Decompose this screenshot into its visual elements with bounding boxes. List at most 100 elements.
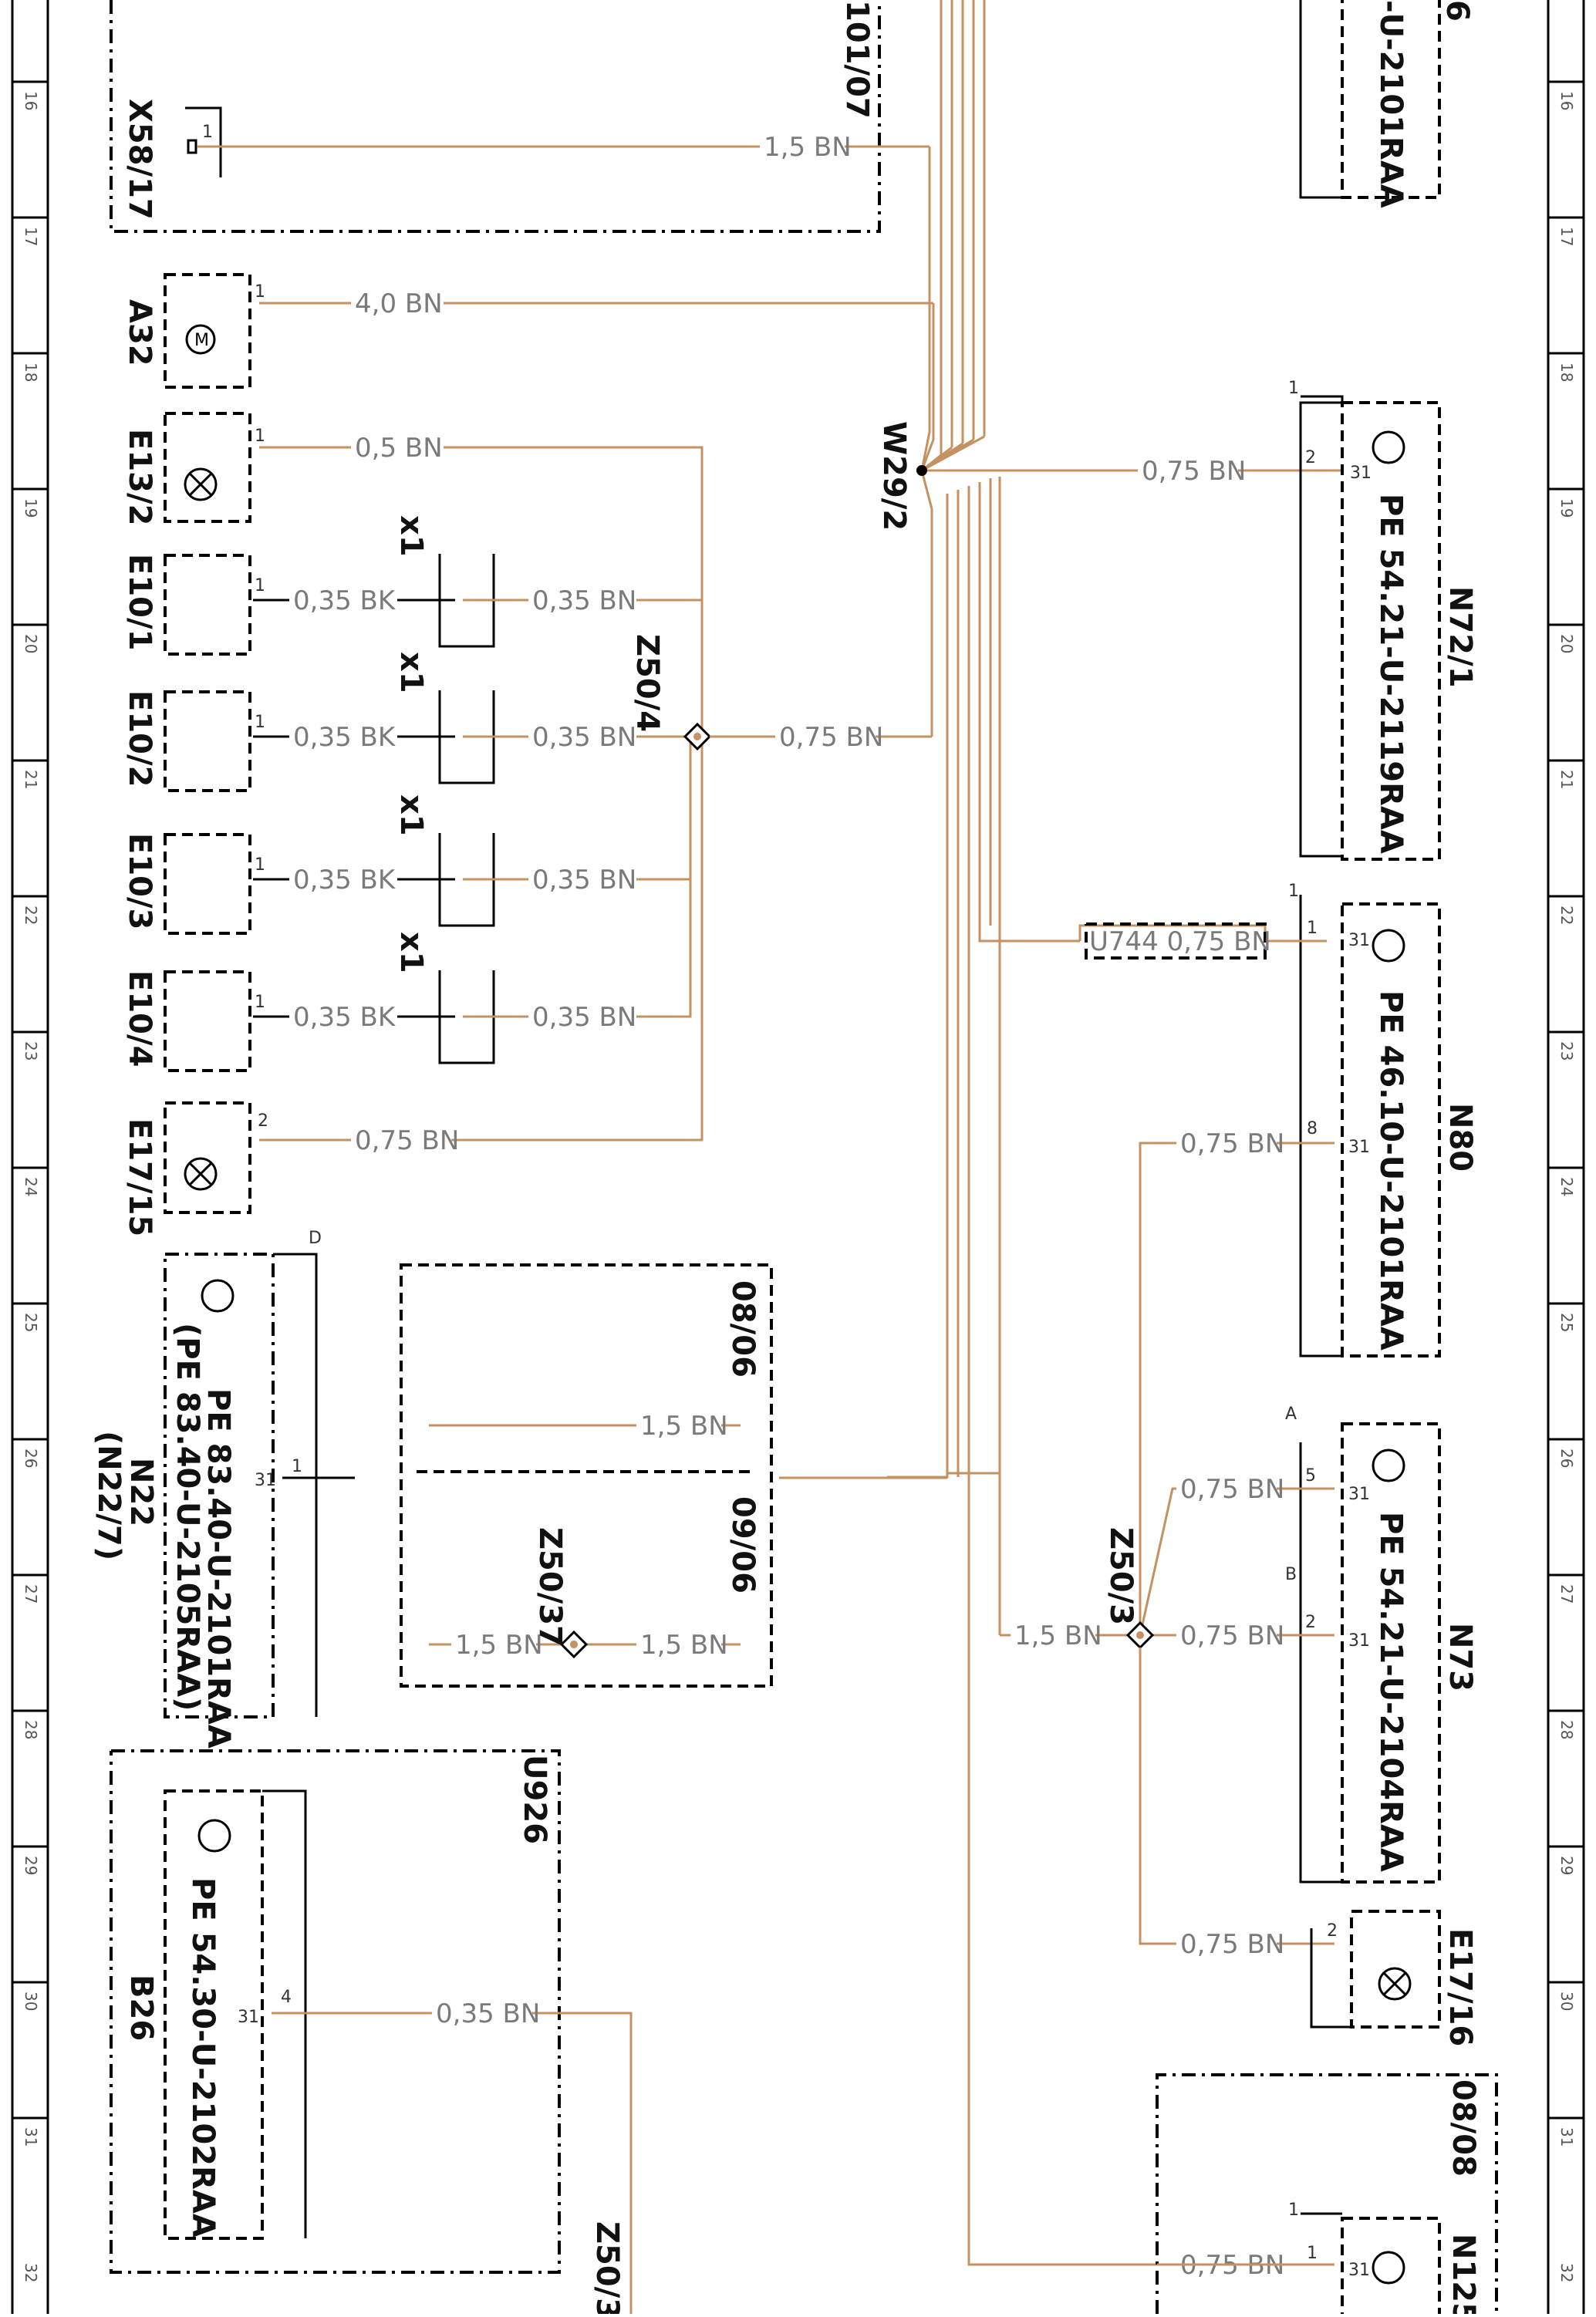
grid-number-right: 23 (1557, 1041, 1576, 1061)
x58-17-label: X58/17 (122, 99, 157, 220)
n73-pin-a2: 5 (1305, 1466, 1316, 1486)
e10-bn-label: 0,35 BN (532, 722, 636, 753)
splice-z50-4: Z50/4 0,75 BN (629, 599, 932, 1018)
e17-16-pin: 2 (1327, 1921, 1338, 1941)
grid-number-left: 25 (22, 1313, 40, 1332)
variant-wire1: 1,5 BN (640, 1411, 728, 1442)
right-grid-ruler (1547, 0, 1585, 2314)
grid-number-right: 18 (1557, 363, 1576, 382)
n72-1-pin2: 2 (1305, 448, 1316, 467)
n73-tag-b: B (1285, 1565, 1297, 1584)
n22-letter: D (309, 1229, 322, 1248)
b26-wire-label: 0,35 BN (436, 1998, 540, 2029)
grid-number-left: 17 (22, 227, 40, 246)
grid-number-right: 32 (1557, 2263, 1576, 2282)
e10-bn-label: 0,35 BN (532, 865, 636, 895)
splice-z50-3: 1,5 BN Z50/3 (1000, 1527, 1334, 1945)
variant-ref-08-06: 08/06 (725, 1280, 761, 1378)
b26-label: B26 (123, 1975, 159, 2041)
n22-pin1: 1 (292, 1457, 302, 1476)
n73-label: N73 (1442, 1623, 1478, 1691)
n22-doc2: (PE 83.40-U-2105RAA) (170, 1323, 205, 1711)
n125-pin31: 31 (1348, 2261, 1370, 2280)
e10-label: E10/1 (122, 554, 157, 650)
z50-37-label: Z50/37 (532, 1527, 568, 1647)
n72-1-wire-label: 0,75 BN (1142, 456, 1246, 487)
e17-15-wire-label: 0,75 BN (355, 1125, 459, 1156)
variant-box: 08/06 09/06 1,5 BN 1,5 BN 1,5 BN Z50/37 (400, 1263, 947, 1688)
grid-number-right: 28 (1557, 1720, 1576, 1739)
n73-component: A B PE 54.21-U-2104RAA N73 0,75 BN 5 31 … (1139, 1405, 1478, 1884)
e10-box (164, 554, 251, 656)
n73-tag-a: A (1285, 1405, 1297, 1424)
n72-1-doc: PE 54.21-U-2119RAA (1373, 494, 1409, 854)
n72-1-tag: 1 (1288, 379, 1299, 398)
a32-component: A32 M 4,0 BN 1 (122, 273, 933, 389)
grid-number-right: 26 (1557, 1449, 1576, 1468)
n73-wire-a-label: 0,75 BN (1180, 1474, 1284, 1505)
n125-label: N125/ (1446, 2234, 1481, 2314)
n80-pin-b: 31 (1348, 1138, 1370, 1157)
x58-pin: 1 (202, 123, 213, 142)
e10-label: E10/3 (122, 833, 157, 929)
grid-number-left: 22 (22, 906, 40, 925)
e10-pin: 1 (255, 576, 265, 595)
grid-number-right: 21 (1557, 770, 1576, 789)
ref-101-07: 101/07 (839, 0, 875, 119)
e13-2-pin: 1 (255, 427, 265, 446)
grid-number-left: 27 (22, 1584, 40, 1604)
n73-pin-b: 31 (1348, 1631, 1370, 1651)
n125-component: 1 08/08 N125/ 0,75 BN 1 31 (1156, 2073, 1498, 2317)
n125-pin1: 1 (1307, 2244, 1318, 2263)
ground-point-w29-2: W29/2 0,75 BN (876, 0, 1342, 2266)
n125-tag: 1 (1288, 2201, 1299, 2220)
grid-number-left: 29 (22, 1856, 40, 1875)
grid-number-left: 24 (22, 1177, 40, 1196)
grid-number-left: 19 (22, 498, 40, 518)
x58-wire-label: 1,5 BN (764, 132, 852, 163)
e17-15-pin: 2 (258, 1111, 268, 1131)
x1-label: x1 (393, 652, 429, 693)
e17-16-component: E17/16 0,75 BN 2 (1176, 1910, 1478, 2046)
e10-pin: 1 (255, 713, 265, 732)
grid-number-left: 32 (22, 2263, 40, 2282)
n22-pin31: 31 (255, 1471, 276, 1490)
e10-bk-label: 0,35 BK (293, 1002, 396, 1033)
b26-pin4: 4 (281, 1988, 292, 2007)
e10-bn-label: 0,35 BN (532, 1002, 636, 1033)
u926-doc: PE 54.30-U-2102RAA (185, 1877, 221, 2238)
e10-pin: 1 (255, 993, 265, 1012)
n73-pin-a: 31 (1348, 1485, 1370, 1504)
n80-pin-a2: 1 (1307, 919, 1318, 938)
e10-bk-label: 0,35 BK (293, 585, 396, 616)
e10-bn-label: 0,35 BN (532, 585, 636, 616)
z50-4-wire-label: 0,75 BN (779, 722, 883, 753)
variant-wire2: 1,5 BN (455, 1630, 543, 1661)
variant-ref-09-06: 09/06 (725, 1496, 761, 1594)
e10-row: E10/1 0,35 BK x1 1 0,35 BN (122, 515, 671, 656)
u926-label: U926 (517, 1755, 552, 1844)
e17-16-wire-label: 0,75 BN (1180, 1929, 1284, 1960)
grid-number-left: 20 (22, 634, 40, 653)
u926-component: U926 PE 54.30-U-2102RAA B26 31 4 0,35 BN… (110, 1749, 633, 2317)
x1-label: x1 (393, 932, 429, 973)
n72-1-pin31: 31 (1350, 464, 1372, 483)
e17-15-component: E17/15 0,75 BN 2 (122, 737, 704, 1236)
n80-doc: PE 46.10-U-2101RAA (1373, 990, 1409, 1351)
n22-component: D PE 83.40-U-2101RAA (PE 83.40-U-2105RAA… (91, 1229, 355, 1749)
e10-bk-label: 0,35 BK (293, 722, 396, 753)
e10-box (164, 833, 251, 935)
grid-number-left: 21 (22, 770, 40, 789)
grid-number-left: 31 (22, 2127, 40, 2147)
top-right-ref: 6 (1439, 0, 1475, 22)
grid-number-right: 20 (1557, 634, 1576, 653)
e13-2-wire-label: 0,5 BN (355, 433, 443, 464)
n80-wire-a-label: U744 0,75 BN (1089, 926, 1271, 957)
n80-label: N80 (1442, 1103, 1478, 1172)
x1-label: x1 (393, 515, 429, 557)
e10-pin: 1 (255, 855, 265, 875)
z50-3-wire-in-label: 1,5 BN (1014, 1621, 1102, 1651)
